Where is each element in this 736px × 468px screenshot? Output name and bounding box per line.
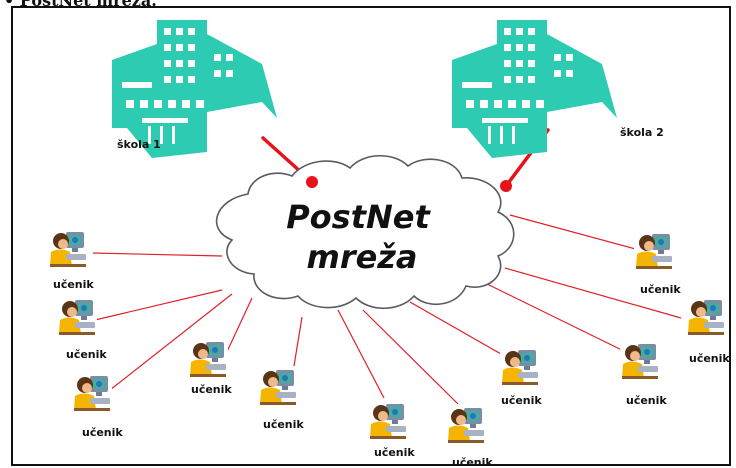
student-computer-icon: [686, 296, 726, 336]
student-label: učenik: [191, 383, 232, 396]
school-1-connection-dot: [306, 176, 318, 188]
student-computer-icon: [188, 338, 228, 378]
student-links: [92, 214, 682, 405]
student-computer-icon: [48, 228, 88, 268]
student-label: učenik: [66, 348, 107, 361]
student-computer-icon: [368, 400, 408, 440]
page-caption: • PostNet mreža.: [4, 0, 157, 10]
student-label: učenik: [374, 446, 415, 459]
school-1-label: škola 1: [117, 138, 161, 151]
student-label: učenik: [452, 456, 493, 468]
student-computer-icon: [634, 230, 674, 270]
student-label: učenik: [53, 278, 94, 291]
student-label: učenik: [82, 426, 123, 439]
student-label: učenik: [263, 418, 304, 431]
student-computer-icon: [620, 340, 660, 380]
student-computer-icon: [446, 404, 486, 444]
student-computer-icon: [258, 366, 298, 406]
student-label: učenik: [501, 394, 542, 407]
school-building-icon: [452, 20, 617, 158]
student-label: učenik: [640, 283, 681, 296]
school-2-label: škola 2: [620, 126, 664, 139]
student-label: učenik: [626, 394, 667, 407]
student-computer-icon: [57, 296, 97, 336]
network-title-line2: mreža: [306, 238, 417, 276]
student-label: učenik: [689, 352, 730, 365]
network-title-line1: PostNet: [286, 198, 431, 236]
student-computer-icon: [72, 372, 112, 412]
school-2-connection-dot: [500, 180, 512, 192]
network-cloud: [215, 155, 515, 309]
student-computer-icon: [500, 346, 540, 386]
